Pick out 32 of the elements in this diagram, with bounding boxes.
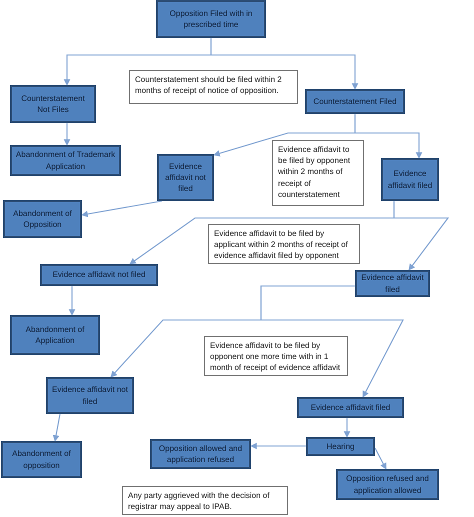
process-box: Opposition Filed with in prescribed time (156, 0, 266, 38)
arrow (393, 201, 450, 271)
process-box: Opposition allowed and application refused (150, 439, 251, 469)
process-box: Opposition refused and application allowed (336, 469, 439, 500)
note-box: Evidence affidavit to be filed by applicant within 2 months of receipt of evidence affidavit filed by opponent (208, 224, 360, 264)
process-box: Abandonment of Trademark Application (10, 145, 121, 176)
process-box: Evidence affidavit not filed (46, 377, 134, 414)
process-box: Hearing (306, 437, 375, 456)
arrow (250, 442, 306, 450)
process-box: Counterstatement Not Files (10, 85, 96, 123)
process-box: Evidence affidavit not filed (157, 154, 214, 201)
arrow (81, 200, 162, 218)
arrow (260, 285, 404, 398)
process-box: Evidence affidavit filed (355, 270, 430, 297)
arrow (52, 414, 61, 442)
arrow (210, 38, 358, 90)
arrow (64, 123, 70, 146)
process-box: Evidence affidavit filed (297, 397, 404, 418)
arrow (374, 448, 386, 470)
process-box: Abandonment of opposition (1, 441, 82, 478)
arrow (344, 418, 350, 438)
process-box: Evidence affidavit filed (381, 158, 439, 201)
process-box: Evidence affidavit not filed (40, 264, 158, 286)
arrow (354, 114, 422, 159)
process-box: Abandonment of Application (10, 315, 100, 355)
arrow (68, 286, 76, 316)
note-box: Evidence affidavit to be filed by opponent one more time with in 1 month of receipt of evidence affidavit (204, 336, 348, 376)
note-box: Any party aggrieved with the decision of registrar may appeal to IPAB. (122, 486, 288, 515)
process-box: Counterstatement Filed (305, 89, 405, 114)
note-box: Counterstatement should be filed within 2 months of receipt of notice of opposition. (129, 70, 298, 104)
note-box: Evidence affidavit to be filed by opponent within 2 months of receipt of counterstatement (272, 140, 364, 206)
process-box: Abandonment of Opposition (3, 200, 82, 238)
